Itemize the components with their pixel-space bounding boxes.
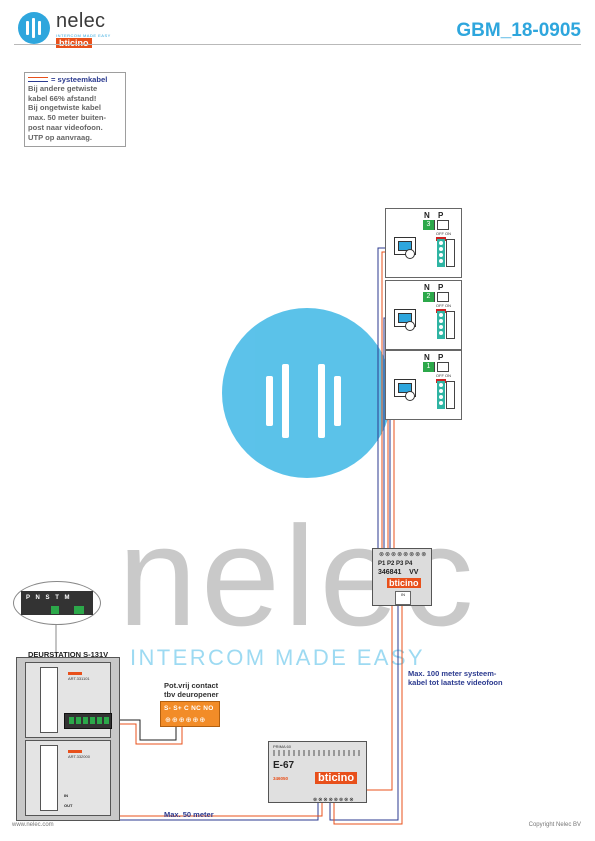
n-label: N — [424, 283, 430, 292]
module-out-label: OUT — [64, 803, 73, 808]
terminal-block-icon — [437, 381, 445, 409]
door-station-title: DEURSTATION S-131V — [28, 650, 109, 659]
distributor-in-label: IN — [395, 591, 411, 605]
np-jumper: N P 3 — [423, 211, 451, 230]
document-code: GBM_18-0905 — [456, 20, 581, 41]
vents-icon — [273, 750, 361, 756]
supply-code: 346050 — [273, 776, 289, 781]
module-in-label: IN — [64, 793, 68, 798]
np-jumper: N P 1 — [423, 353, 451, 372]
handset-knob-icon — [405, 321, 415, 331]
button-module-icon — [40, 745, 58, 811]
terminal-labels — [446, 311, 455, 339]
supply-brand: bticino — [315, 772, 358, 784]
footer-copyright: Copyright Nelec BV — [528, 822, 581, 828]
riser-distance-note: Max. 100 meter systeem-kabel tot laatste… — [408, 669, 503, 687]
address-number: 3 — [423, 220, 434, 230]
footer-website: www.nelec.com — [12, 822, 54, 828]
callout-labels: P N S T M — [26, 595, 72, 601]
door-module-bottom: ART.332000 IN OUT — [25, 740, 111, 816]
n-label: N — [424, 353, 430, 362]
door-module-top: ART.331101 IN OUT — [25, 662, 111, 738]
distributor-port-labels: P1 P2 P3 P4 — [378, 561, 413, 567]
bottom-distance-note: Max. 50 meter — [164, 810, 214, 819]
distributor-terminals-icon: ⊗⊗⊗⊗⊗⊗⊗⊗ — [379, 552, 428, 558]
supply-model: E-67 — [273, 760, 295, 771]
cable-note-line: UTP op aanvraag. — [28, 132, 93, 142]
cable-note-line: kabel 66% afstand! — [28, 93, 97, 103]
camera-module-icon — [40, 667, 58, 733]
relay-screws-icon: ⊕⊕⊕⊕⊕⊕ — [165, 717, 207, 724]
p-label: P — [438, 283, 444, 292]
brand-tagline: INTERCOM MADE EASY — [56, 33, 111, 38]
relay-module: S- S+ C NC NO ⊕⊕⊕⊕⊕⊕ — [160, 701, 220, 727]
wire-dist-red — [333, 606, 403, 825]
nelec-logo: nelec INTERCOM MADE EASY bticino — [18, 10, 128, 48]
videophone-1: N P 1 OFF ON — [385, 350, 462, 420]
distributor-brand: bticino — [387, 578, 421, 588]
cable-note-line: max. 50 meter buiten- — [28, 113, 107, 123]
power-supply: PRIMA 60 E-67 346050 bticino ⊗⊗⊗⊗⊗⊗⊗⊗ — [268, 741, 367, 803]
terminal-labels — [446, 381, 455, 409]
door-terminal-callout: P N S T M — [13, 581, 101, 625]
wire-relay-black — [110, 719, 177, 741]
np-jumper: N P 2 — [423, 283, 451, 302]
module-code: ART.332000 — [68, 754, 90, 759]
module-code: ART.331101 — [68, 676, 90, 681]
wire-relay-red — [110, 723, 183, 745]
header-divider — [14, 44, 581, 45]
door-connector-block — [64, 713, 112, 729]
bticino-mark-icon — [68, 672, 82, 675]
nelec-logo-icon — [18, 12, 50, 44]
address-number: 1 — [423, 362, 434, 372]
cable-note-line: post naar videofoon. — [28, 122, 103, 132]
cable-note-line: Bij andere getwiste — [28, 84, 98, 93]
wire-supply-red — [366, 606, 393, 791]
relay-terminal-labels: S- S+ C NC NO — [164, 705, 214, 712]
supply-top-label: PRIMA 60 — [273, 744, 292, 749]
terminal-block-icon — [437, 311, 445, 339]
cable-note-title: = systeemkabel — [28, 75, 122, 84]
video-distributor: ⊗⊗⊗⊗⊗⊗⊗⊗ P1 P2 P3 P4 346841 VV bticino I… — [372, 548, 432, 606]
door-station: ART.331101 IN OUT ART.332000 IN OUT — [16, 657, 120, 821]
address-number: 2 — [423, 292, 434, 302]
terminal-block-icon — [437, 239, 445, 267]
videophone-2: N P 2 OFF ON — [385, 280, 462, 350]
cable-note-line: Bij ongetwiste kabel — [28, 103, 102, 113]
brand-name: nelec — [56, 10, 106, 32]
cable-note: = systeemkabel Bij andere getwiste kabel… — [24, 72, 126, 147]
cable-note-title-text: = systeemkabel — [51, 75, 108, 84]
terminal-labels — [446, 239, 455, 267]
watermark-logo-icon — [222, 308, 392, 478]
p-label: P — [438, 211, 444, 220]
green-jumper-icon — [74, 606, 84, 614]
handset-knob-icon — [405, 391, 415, 401]
videophone-3: N P 3 OFF ON — [385, 208, 462, 278]
bticino-mark-icon — [68, 750, 82, 753]
wire-dist-blue — [329, 606, 399, 821]
handset-knob-icon — [405, 249, 415, 259]
p-label: P — [438, 353, 444, 362]
watermark-tagline: INTERCOM MADE EASY — [130, 645, 426, 670]
distributor-model: 346841 VV — [378, 569, 419, 576]
n-label: N — [424, 211, 430, 220]
supply-terminals-icon: ⊗⊗⊗⊗⊗⊗⊗⊗ — [313, 797, 355, 803]
system-cable-icon — [28, 77, 48, 82]
green-jumper-icon — [51, 606, 59, 614]
brand-partner-logo: bticino — [56, 38, 92, 48]
